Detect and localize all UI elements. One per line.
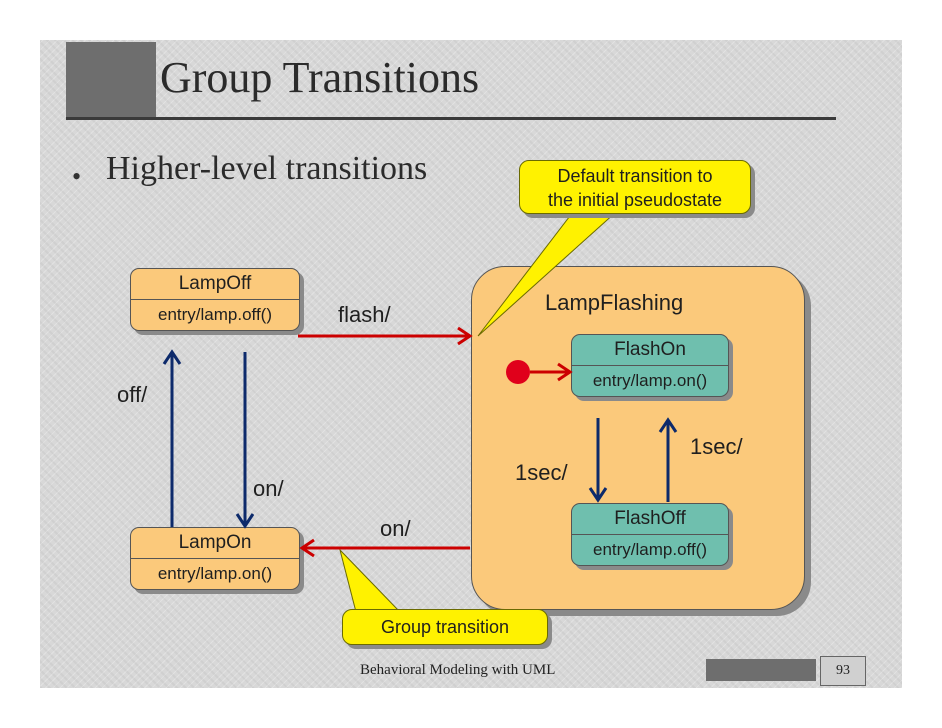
footer-accent-bar: [706, 659, 816, 681]
state-lamp-on[interactable]: LampOn entry/lamp.on(): [130, 527, 300, 590]
title-accent-block: [66, 42, 156, 120]
default-transition-callout: Default transition to the initial pseudo…: [519, 160, 751, 214]
transition-on-left-arrow[interactable]: [235, 352, 255, 529]
state-flash-on[interactable]: FlashOn entry/lamp.on(): [571, 334, 729, 397]
footer-text: Behavioral Modeling with UML: [360, 662, 556, 678]
state-lamp-off[interactable]: LampOff entry/lamp.off(): [130, 268, 300, 331]
group-callout-text: Group transition: [380, 617, 510, 637]
state-flash-off-name: FlashOff: [572, 504, 728, 535]
transition-on-left-label: on/: [253, 476, 284, 501]
bullet-marker: •: [72, 162, 82, 191]
transition-flash-arrow[interactable]: [298, 326, 473, 346]
transition-sec-up-arrow[interactable]: [658, 417, 678, 502]
transition-on-group-arrow[interactable]: [299, 538, 470, 558]
transition-on-group-label: on/: [380, 516, 411, 541]
transition-flash-label: flash/: [338, 302, 391, 327]
state-lamp-on-entry: entry/lamp.on(): [157, 564, 273, 583]
transition-sec-down-label: 1sec/: [515, 460, 568, 485]
transition-initial-arrow[interactable]: [530, 362, 573, 382]
page-title: Group Transitions: [160, 53, 480, 102]
state-flash-off[interactable]: FlashOff entry/lamp.off(): [571, 503, 729, 566]
transition-off-arrow[interactable]: [162, 349, 182, 527]
initial-pseudostate: [506, 360, 530, 384]
state-flash-on-name: FlashOn: [572, 335, 728, 366]
state-lamp-flashing-name: LampFlashing: [545, 290, 684, 315]
state-lamp-on-name: LampOn: [131, 528, 299, 559]
state-lamp-off-name: LampOff: [131, 269, 299, 300]
transition-sec-down-arrow[interactable]: [588, 418, 608, 503]
default-callout-pointer: [477, 211, 618, 337]
bullet-text: Higher-level transitions: [106, 150, 428, 187]
default-callout-line1: Default transition to: [557, 166, 713, 186]
transition-off-label: off/: [117, 382, 148, 407]
transition-sec-up-label: 1sec/: [690, 434, 743, 459]
state-flash-on-entry: entry/lamp.on(): [592, 371, 708, 390]
title-underline: [66, 117, 836, 120]
group-transition-callout: Group transition: [342, 609, 548, 645]
state-flash-off-entry: entry/lamp.off(): [592, 540, 707, 559]
state-lamp-off-entry: entry/lamp.off(): [157, 305, 272, 324]
default-callout-line2: the initial pseudostate: [547, 190, 723, 210]
group-callout-pointer: [339, 548, 402, 613]
page-number: 93: [820, 656, 866, 686]
